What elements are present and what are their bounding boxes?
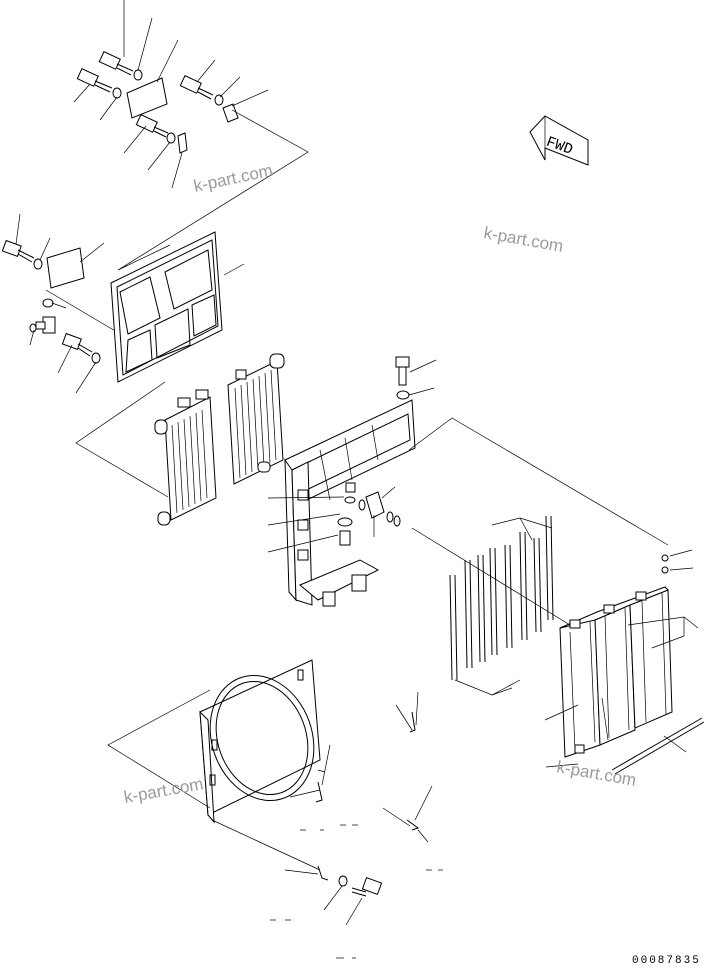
washer-1 — [133, 69, 143, 81]
mount-pad-a — [351, 574, 367, 592]
bracket-plate-left — [46, 247, 85, 289]
bracket-plate-a — [126, 77, 168, 119]
forward-direction-arrow: FWD — [529, 115, 589, 166]
small-radiator-core — [154, 389, 217, 526]
bolt-top-3 — [179, 75, 214, 100]
radiator-shroud-frame — [110, 231, 245, 383]
bracket-plate-b — [177, 132, 188, 154]
o-ring-left — [42, 298, 54, 308]
washer-3 — [214, 94, 224, 106]
oil-cooler-core — [227, 353, 285, 485]
washer-left-1 — [33, 258, 43, 270]
elbow-fitting — [35, 316, 56, 334]
main-radiator-assembly — [408, 417, 705, 775]
left-bracket-group — [1, 213, 123, 394]
bolt-top-2 — [76, 68, 113, 93]
o-ring-small — [29, 323, 37, 333]
bolt-left-1 — [1, 239, 35, 263]
watermark-2: k-part.com — [482, 223, 564, 256]
fan-shroud — [107, 659, 321, 871]
washer-4 — [166, 132, 176, 144]
small-clips — [289, 691, 443, 871]
watermark-1: k-part.com — [192, 161, 274, 196]
connector-line-left — [75, 381, 169, 498]
bolt-bottom — [351, 876, 383, 897]
top-bracket-group — [73, 0, 309, 271]
bolt-left-2 — [61, 332, 93, 357]
washer-left-2 — [91, 352, 101, 364]
outlet-pipe-bottom — [157, 511, 171, 526]
seal-strips-group — [449, 515, 554, 696]
drawing-code: 00087835 — [632, 955, 701, 967]
hose-fittings — [267, 482, 401, 553]
bracket-plate-c — [222, 103, 239, 123]
bolt-top-1 — [98, 51, 134, 76]
mount-pad-b — [322, 591, 336, 607]
washer-2 — [112, 87, 122, 99]
center-bolt-group — [395, 356, 437, 400]
inlet-pipe-top — [154, 419, 168, 435]
bottom-bolt-group — [270, 865, 383, 959]
bolt-top-4 — [135, 114, 169, 138]
